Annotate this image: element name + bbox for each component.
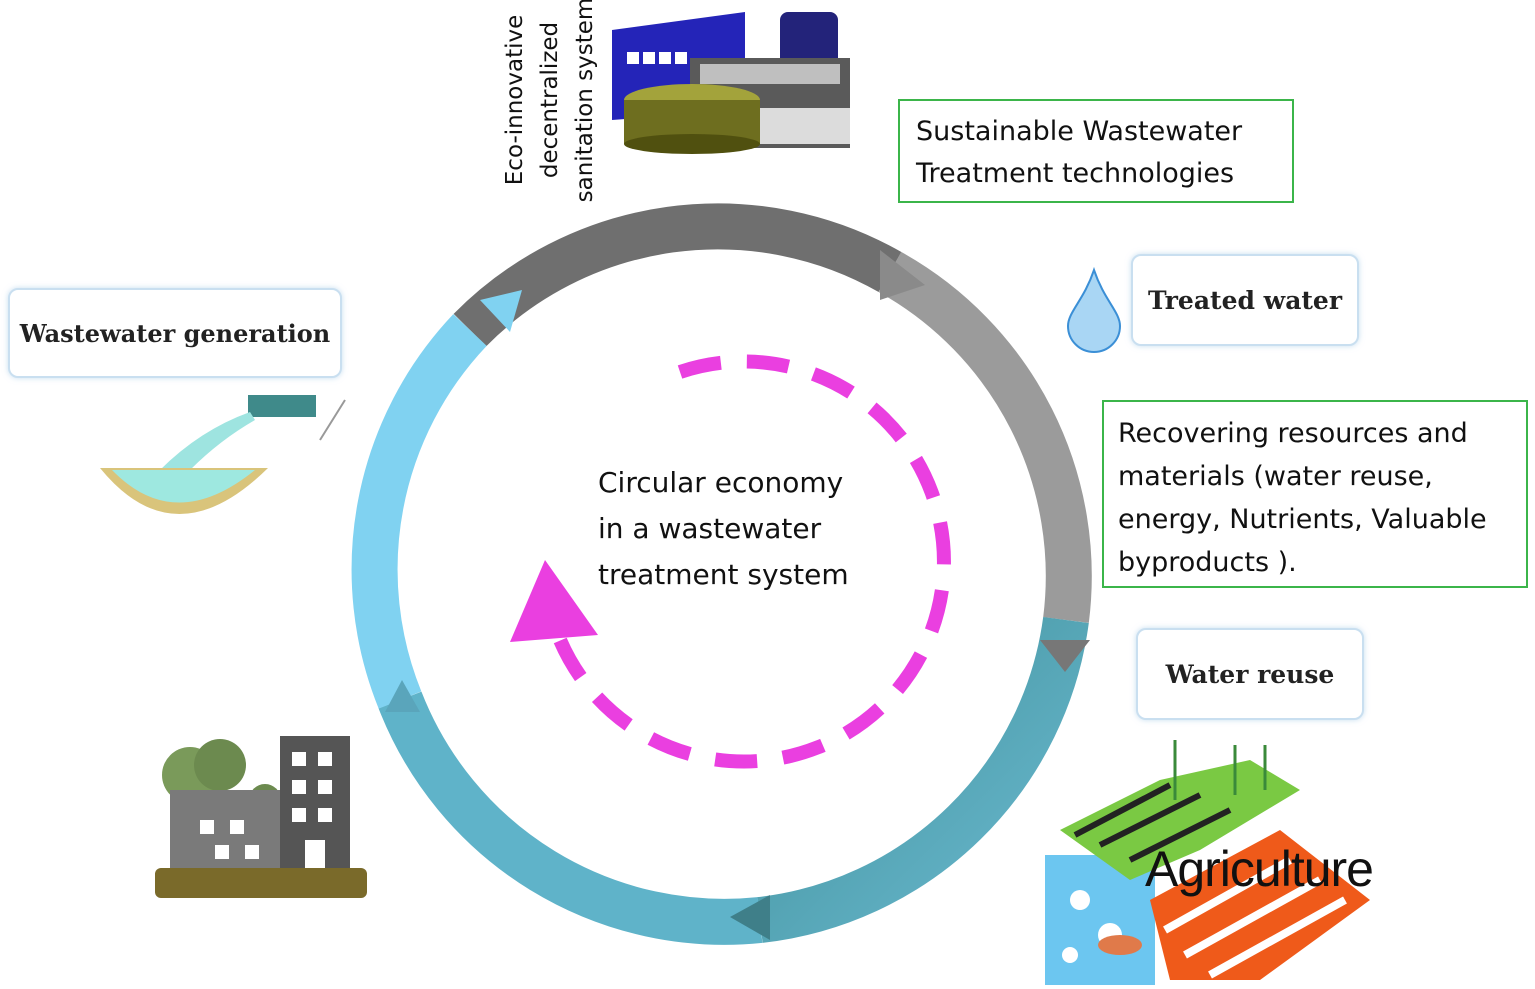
agriculture-label: Agriculture	[1145, 841, 1374, 897]
ring-arc-gray-top	[453, 203, 902, 347]
eco-label-line-3: sanitation system	[572, 0, 598, 203]
water-reuse-box: Water reuse	[1136, 628, 1364, 720]
ring-arc-teal-bottom-right	[757, 616, 1089, 943]
recovering-resources-box: Recovering resources and materials (wate…	[1102, 400, 1528, 588]
recovering-line-4: byproducts ).	[1118, 547, 1297, 578]
treated-water-box: Treated water	[1131, 254, 1359, 346]
water-reuse-label: Water reuse	[1165, 659, 1335, 689]
arrow-head-top-right	[880, 250, 925, 300]
inner-cycle-arrow	[510, 354, 951, 769]
arrow-head-left	[385, 680, 420, 712]
sustainable-line-1: Sustainable Wastewater	[916, 116, 1243, 147]
eco-label-line-2: decentralized	[537, 21, 563, 179]
wastewater-generation-box: Wastewater generation	[8, 288, 342, 378]
arrow-head-top-left	[480, 290, 522, 332]
center-label-line-1: Circular economy	[598, 466, 844, 499]
sustainable-technologies-box: Sustainable Wastewater Treatment technol…	[898, 99, 1294, 203]
agriculture-icon	[1045, 740, 1370, 985]
buildings-icon	[155, 736, 367, 898]
recovering-line-1: Recovering resources and	[1118, 418, 1468, 449]
sanitation-plant-icon	[612, 12, 850, 154]
ring-arc-teal-bottom-left	[378, 691, 763, 945]
inner-arrow-head	[510, 560, 598, 642]
sustainable-line-2: Treatment technologies	[916, 158, 1235, 189]
recovering-line-3: energy, Nutrients, Valuable	[1118, 504, 1487, 535]
arrow-head-bottom	[730, 895, 770, 940]
recovering-line-2: materials (water reuse,	[1118, 461, 1433, 492]
cycle-ring	[351, 203, 1092, 945]
center-label-line-3: treatment system	[598, 558, 849, 591]
water-drop-icon	[1066, 266, 1122, 353]
center-label-line-2: in a wastewater	[598, 512, 822, 545]
wastewater-generation-label: Wastewater generation	[19, 318, 331, 348]
arrow-head-right	[1040, 640, 1090, 672]
eco-sanitation-label: Eco-innovative decentralized sanitation …	[498, 0, 603, 205]
ring-arc-gray-right	[878, 251, 1092, 623]
eco-label-line-1: Eco-innovative	[502, 14, 528, 186]
ring-arc-blue-left	[351, 314, 487, 709]
center-label: Circular economy in a wastewater treatme…	[598, 460, 898, 598]
treated-water-label: Treated water	[1147, 285, 1343, 315]
pipe-pond-icon	[100, 395, 346, 514]
ring-arrows	[385, 250, 1090, 940]
